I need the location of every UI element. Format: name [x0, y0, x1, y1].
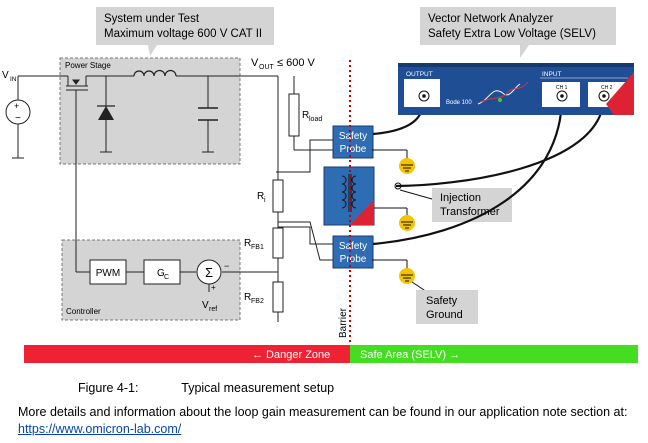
svg-text:← Danger Zone: ← Danger Zone: [252, 349, 330, 361]
svg-text:Probe: Probe: [340, 144, 367, 155]
safety-probe-1: Safety Probe: [332, 125, 374, 159]
svg-text:Safety: Safety: [426, 295, 458, 307]
application-note: More details and information about the l…: [18, 404, 628, 438]
svg-text:Safety: Safety: [339, 241, 367, 252]
sut-voltage: Maximum voltage 600 V CAT II: [104, 28, 262, 40]
vin-source: + − V IN: [2, 70, 31, 125]
svg-text:C: C: [164, 274, 169, 281]
vna-selv: Safety Extra Low Voltage (SELV): [428, 28, 596, 40]
svg-text:Probe: Probe: [340, 254, 367, 265]
freewheel-diode: [97, 105, 115, 153]
svg-text:load: load: [309, 116, 322, 123]
controller-label: Controller: [66, 307, 101, 316]
safety-ground-callout: Safety Ground: [416, 290, 478, 324]
svg-text:Transformer: Transformer: [440, 206, 500, 218]
gc-block: G C: [143, 259, 181, 285]
svg-text:V: V: [251, 57, 259, 69]
svg-text:+: +: [211, 283, 216, 292]
svg-text:PWM: PWM: [96, 268, 120, 279]
svg-text:Injection: Injection: [440, 192, 481, 204]
svg-text:Σ: Σ: [205, 265, 213, 280]
power-stage-label: Power Stage: [65, 61, 111, 70]
resistor-rfb1: R FB1: [244, 227, 284, 259]
svg-text:−: −: [15, 113, 21, 124]
svg-text:G: G: [157, 268, 165, 279]
svg-text:+: +: [14, 101, 19, 111]
svg-text:−: −: [224, 261, 229, 271]
figure-number: Figure 4-1:: [78, 381, 139, 395]
output-capacitor: [198, 107, 218, 153]
ground-symbol-3: [372, 259, 415, 284]
resistor-ri: R i: [257, 179, 284, 213]
svg-text:FB1: FB1: [251, 244, 264, 251]
svg-text:R: R: [302, 110, 309, 121]
inductor: [133, 69, 177, 77]
barrier: Barrier: [338, 60, 351, 344]
vna-device: OUTPUT INPUT CH 1 CH 2 Bode 100: [398, 63, 634, 115]
power-stage-block: Power Stage: [59, 57, 241, 165]
svg-text:R: R: [244, 292, 251, 303]
power-switch: [66, 76, 88, 94]
pwm-block: PWM: [89, 259, 127, 285]
vna-callout: Vector Network Analyzer Safety Extra Low…: [420, 7, 616, 58]
svg-text:CH 2: CH 2: [601, 85, 613, 91]
ground-symbol-2: [374, 207, 415, 231]
svg-text:Bode 100: Bode 100: [446, 100, 472, 106]
safe-area-bar: Safe Area (SELV) →: [350, 345, 638, 363]
svg-text:Barrier: Barrier: [338, 307, 349, 338]
svg-text:Safe Area (SELV) →: Safe Area (SELV) →: [360, 349, 460, 361]
circuit-wiring: [12, 75, 334, 322]
svg-text:OUTPUT: OUTPUT: [406, 71, 433, 78]
svg-text:Ground: Ground: [426, 309, 463, 321]
vout-label: V OUT ≤ 600 V: [251, 57, 316, 71]
vin-sub: IN: [10, 76, 17, 83]
injection-transformer: [323, 166, 402, 226]
svg-text:R: R: [244, 238, 251, 249]
note-text: More details and information about the l…: [18, 405, 628, 419]
svg-text:CH 1: CH 1: [556, 85, 568, 91]
figure-title: Typical measurement setup: [181, 381, 335, 395]
vna-title: Vector Network Analyzer: [428, 13, 553, 25]
figure-caption: Figure 4-1: Typical measurement setup: [78, 381, 334, 395]
ground-symbol-1: [372, 149, 415, 174]
svg-text:i: i: [264, 197, 266, 204]
svg-text:R: R: [257, 191, 264, 202]
resistor-rfb2: R FB2: [244, 281, 284, 313]
svg-text:INPUT: INPUT: [542, 71, 562, 78]
danger-zone-bar: ← Danger Zone: [24, 345, 350, 363]
svg-text:ref: ref: [209, 306, 217, 313]
svg-text:OUT: OUT: [259, 64, 275, 71]
svg-text:≤ 600 V: ≤ 600 V: [277, 57, 316, 69]
resistor-rload: R load: [288, 93, 322, 137]
svg-text:Safety: Safety: [339, 131, 367, 142]
omicron-link[interactable]: https://www.omicron-lab.com/: [18, 422, 182, 436]
vref-label: V: [202, 300, 209, 311]
vin-label: V: [2, 70, 9, 81]
sut-callout: System under Test Maximum voltage 600 V …: [96, 7, 274, 56]
summing-junction: Σ − + V ref: [196, 259, 229, 313]
svg-text:FB2: FB2: [251, 298, 264, 305]
safety-probe-2: Safety Probe: [332, 235, 374, 269]
sut-title: System under Test: [104, 13, 200, 25]
